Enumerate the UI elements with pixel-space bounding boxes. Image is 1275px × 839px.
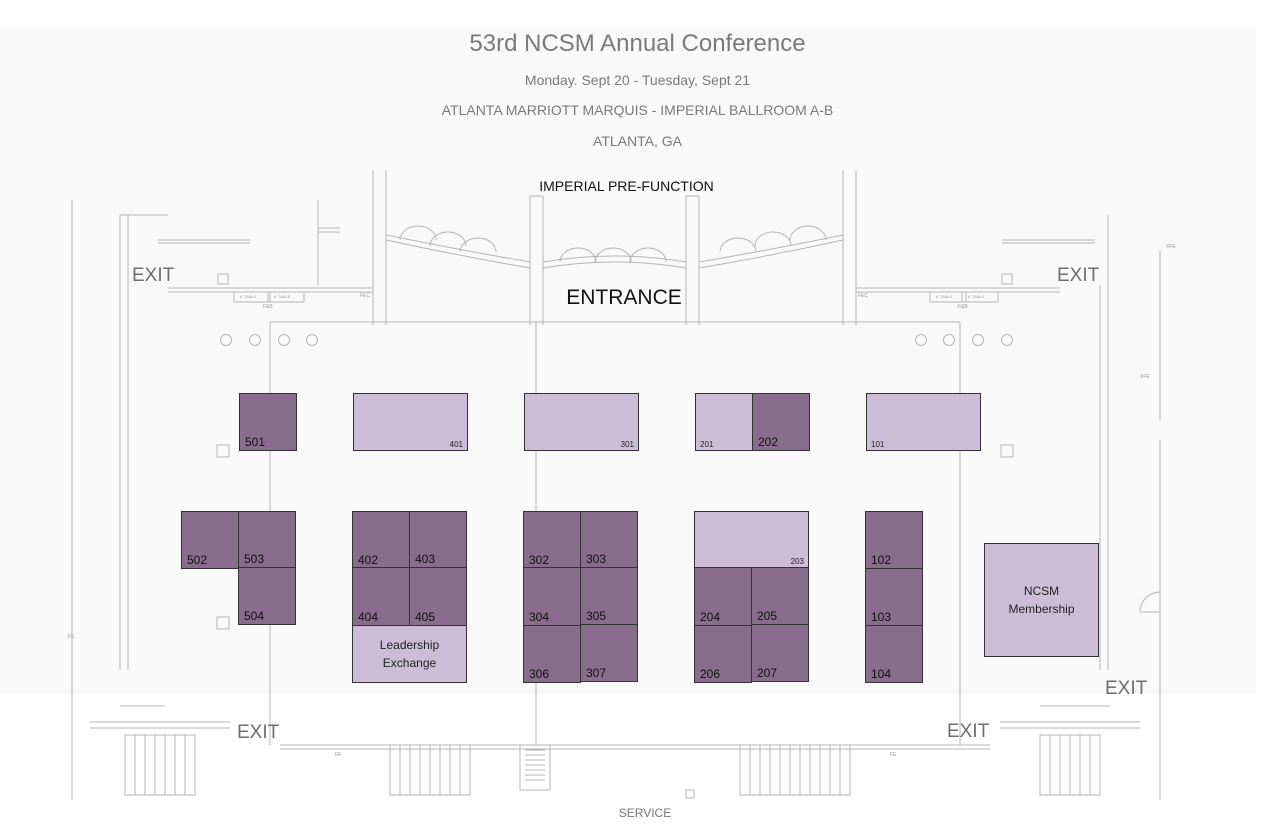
xfe-label: XFE xyxy=(1140,374,1150,380)
ncsm-membership-label: NCSM Membership xyxy=(985,544,1098,656)
booth-307[interactable]: 307 xyxy=(580,624,638,682)
fe-label: FE xyxy=(335,752,342,758)
table-label: 6' TABLE xyxy=(240,294,257,299)
booth-201[interactable]: 201 xyxy=(695,393,753,451)
booth-number: 206 xyxy=(700,667,721,681)
booth-number: 405 xyxy=(415,610,436,624)
booth-303[interactable]: 303 xyxy=(580,511,638,568)
booth-203[interactable]: 203 xyxy=(694,511,809,568)
fec-label: FEC xyxy=(360,293,370,299)
booth-number: 503 xyxy=(244,552,265,566)
membership-line: Membership xyxy=(1008,602,1075,616)
booth-number: 401 xyxy=(449,440,463,449)
booth-number: 504 xyxy=(244,609,265,623)
booth-number: 201 xyxy=(700,440,714,449)
booth-502[interactable]: 502 xyxy=(181,511,239,569)
venue-name: ATLANTA MARRIOTT MARQUIS - IMPERIAL BALL… xyxy=(441,102,834,118)
pre-function-label: IMPERIAL PRE-FUNCTION xyxy=(539,178,714,194)
booth-501[interactable]: 501 xyxy=(239,393,297,451)
booth-number: 205 xyxy=(757,609,778,623)
booth-number: 403 xyxy=(415,552,436,566)
venue-city: ATLANTA, GA xyxy=(593,133,682,149)
exit-label: EXIT xyxy=(132,265,175,286)
booth-302[interactable]: 302 xyxy=(523,511,581,569)
booth-402[interactable]: 402 xyxy=(352,511,410,569)
leadership-line: Leadership xyxy=(379,638,440,652)
table-label: 6' TABLE xyxy=(936,294,953,299)
fe-label: FE xyxy=(890,752,897,758)
booth-number: 104 xyxy=(871,667,892,681)
ncsm-line: NCSM xyxy=(1023,584,1060,598)
booth-404[interactable]: 404 xyxy=(352,567,410,626)
booth-number: 102 xyxy=(871,553,892,567)
booth-401[interactable]: 401 xyxy=(353,393,468,451)
table-label: 6' TABLE xyxy=(274,294,291,299)
booth-number: 303 xyxy=(586,552,607,566)
booth-number: 501 xyxy=(245,435,266,449)
service-label: SERVICE xyxy=(618,806,672,820)
booth-number: 305 xyxy=(586,609,607,623)
fb-label: F&B xyxy=(958,304,968,310)
booth-403[interactable]: 403 xyxy=(409,511,467,568)
booth-503[interactable]: 503 xyxy=(238,511,296,568)
exit-label: EXIT xyxy=(1105,678,1148,699)
booth-number: 306 xyxy=(529,667,550,681)
entrance-label: ENTRANCE xyxy=(566,286,682,309)
booth-207[interactable]: 207 xyxy=(751,624,809,682)
booth-405[interactable]: 405 xyxy=(409,567,467,626)
table-label: 6' TABLE xyxy=(968,294,985,299)
conference-title: 53rd NCSM Annual Conference xyxy=(469,30,806,57)
booth-number: 103 xyxy=(871,610,892,624)
fb-label: F&B xyxy=(263,304,273,310)
booth-104[interactable]: 104 xyxy=(865,625,923,683)
exit-label: EXIT xyxy=(947,721,990,742)
booth-504[interactable]: 504 xyxy=(238,567,296,625)
booth-number: 204 xyxy=(700,610,721,624)
booth-number: 402 xyxy=(358,553,379,567)
xfe-label: XFE xyxy=(1166,244,1176,250)
booth-204[interactable]: 204 xyxy=(694,567,752,626)
booth-103[interactable]: 103 xyxy=(865,568,923,626)
booth-101[interactable]: 101 xyxy=(866,393,981,451)
booth-206[interactable]: 206 xyxy=(694,625,752,683)
exit-label: EXIT xyxy=(237,722,280,743)
booth-305[interactable]: 305 xyxy=(580,567,638,625)
booth-number: 101 xyxy=(871,440,885,449)
booth-number: 301 xyxy=(620,440,634,449)
booth-304[interactable]: 304 xyxy=(523,567,581,626)
fec-label: FEC xyxy=(858,293,868,299)
ncsm-membership-booth[interactable]: NCSM Membership xyxy=(984,543,1099,657)
booth-number: 304 xyxy=(529,610,550,624)
exit-label: EXIT xyxy=(1057,265,1100,286)
conference-dates: Monday. Sept 20 - Tuesday, Sept 21 xyxy=(524,72,751,88)
booth-number: 202 xyxy=(758,435,779,449)
booth-number: 203 xyxy=(790,557,804,566)
booth-number: 207 xyxy=(757,666,778,680)
booth-205[interactable]: 205 xyxy=(751,567,809,625)
booth-102[interactable]: 102 xyxy=(865,511,923,569)
booth-number: 404 xyxy=(358,610,379,624)
exchange-line: Exchange xyxy=(382,656,437,670)
fe-label: FE xyxy=(68,634,75,640)
booth-202[interactable]: 202 xyxy=(752,393,810,451)
booth-306[interactable]: 306 xyxy=(523,625,581,683)
booth-number: 302 xyxy=(529,553,550,567)
booth-301[interactable]: 301 xyxy=(524,393,639,451)
booth-number: 502 xyxy=(187,553,208,567)
booth-number: 307 xyxy=(586,666,607,680)
